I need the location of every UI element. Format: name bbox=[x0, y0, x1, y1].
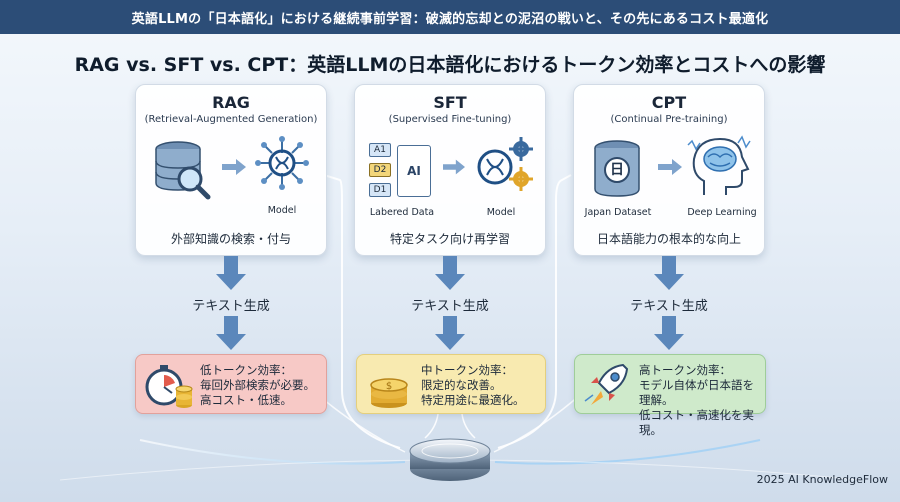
rag-generation: テキスト生成 bbox=[192, 299, 270, 314]
japan-dataset-icon: 日 bbox=[592, 139, 642, 199]
down-arrow-cpt-1 bbox=[654, 256, 684, 290]
cpt-result-text: 高トークン効率： モデル自体が日本語を理解。 低コスト・高速化を実現。 bbox=[639, 363, 765, 438]
banner-text: 英語LLMの「日本語化」における継続事前学習：破滅的忘却との泥沼の戦いと、その先… bbox=[131, 11, 769, 27]
sft-generation: テキスト生成 bbox=[411, 299, 489, 314]
glow-left bbox=[139, 439, 406, 465]
cpt-card: CPT (Continual Pre-training) 日 Japan Dat… bbox=[573, 84, 765, 256]
stopwatch-coins-icon bbox=[145, 365, 193, 408]
glow-center-left bbox=[424, 413, 439, 439]
rag-result-box: 低トークン効率： 毎回外部検索が必要。 高コスト・低速。 bbox=[135, 354, 327, 414]
connector-cpt-result bbox=[493, 394, 581, 453]
sft-card: SFT (Supervised Fine-tuning) A1 D2 D1 AI… bbox=[354, 84, 546, 256]
labeled-data-icon: A1 D2 D1 AI bbox=[369, 143, 435, 201]
sft-model-label: Model bbox=[486, 207, 516, 218]
sft-icons: A1 D2 D1 AI Labered Data Model bbox=[355, 135, 547, 227]
brain-head-icon bbox=[687, 135, 751, 195]
tag-d1: D1 bbox=[369, 183, 391, 197]
cpt-result-line-3: 低コスト・高速化を実現。 bbox=[639, 408, 754, 437]
rag-result-line-2: 毎回外部検索が必要。 bbox=[200, 378, 315, 392]
rag-subtitle: (Retrieval-Augmented Generation) bbox=[144, 114, 318, 125]
cpt-generation: テキスト生成 bbox=[630, 299, 708, 314]
connector-rag bbox=[323, 174, 401, 449]
sft-result-line-1: 中トークン効率： bbox=[421, 363, 513, 377]
cpt-dl-label: Deep Learning bbox=[687, 207, 757, 218]
connector-cpt bbox=[497, 174, 572, 449]
cost-coin-icon bbox=[409, 438, 491, 481]
sft-result-box: $ 中トークン効率： 限定的な改善。 特定用途に最適化。 bbox=[356, 354, 546, 414]
flow-arrow-icon bbox=[443, 159, 465, 175]
cpt-icons: 日 Japan Dataset Deep Learning bbox=[574, 135, 766, 227]
sft-data-label: Labered Data bbox=[369, 207, 435, 218]
flow-arrow-icon bbox=[222, 159, 246, 175]
data-sheet: AI bbox=[397, 145, 431, 197]
model-gears-icon bbox=[477, 137, 533, 191]
sft-subtitle: (Supervised Fine-tuning) bbox=[388, 114, 512, 125]
glow-center-right bbox=[461, 413, 476, 439]
database-search-icon bbox=[155, 141, 211, 200]
rag-card: RAG (Retrieval-Augmented Generation) bbox=[135, 84, 327, 256]
sft-result-text: 中トークン効率： 限定的な改善。 特定用途に最適化。 bbox=[421, 363, 525, 408]
japan-glyph: 日 bbox=[604, 157, 630, 183]
rag-model-label: Model bbox=[267, 205, 297, 216]
down-arrow-rag-1 bbox=[216, 256, 246, 290]
cpt-title: CPT bbox=[651, 93, 687, 112]
down-arrow-sft-2 bbox=[435, 316, 465, 350]
rag-result-line-3: 高コスト・低速。 bbox=[200, 393, 292, 407]
down-arrow-rag-2 bbox=[216, 316, 246, 350]
rag-description: 外部知識の検索・付与 bbox=[170, 232, 291, 246]
flow-arrow-icon bbox=[658, 159, 682, 175]
tag-a1: A1 bbox=[369, 143, 391, 157]
svg-text:$: $ bbox=[386, 381, 392, 392]
tag-d2: D2 bbox=[369, 163, 391, 177]
cpt-result-line-2: モデル自体が日本語を理解。 bbox=[639, 378, 754, 407]
cpt-description: 日本語能力の根本的な向上 bbox=[596, 232, 741, 246]
neural-model-icon bbox=[255, 136, 309, 190]
sft-result-line-2: 限定的な改善。 bbox=[421, 378, 502, 392]
down-arrow-sft-1 bbox=[435, 256, 465, 290]
sft-description: 特定タスク向け再学習 bbox=[389, 232, 510, 246]
cpt-result-line-1: 高トークン効率： bbox=[639, 363, 731, 377]
main-title: RAG vs. SFT vs. CPT：英語LLMの日本語化におけるトークン効率… bbox=[74, 54, 826, 76]
sft-result-line-3: 特定用途に最適化。 bbox=[421, 393, 525, 407]
rag-title: RAG bbox=[212, 93, 250, 112]
top-banner: 英語LLMの「日本語化」における継続事前学習：破滅的忘却との泥沼の戦いと、その先… bbox=[0, 0, 900, 34]
coin-stack-icon: $ bbox=[370, 378, 408, 408]
down-arrow-cpt-2 bbox=[654, 316, 684, 350]
cpt-dataset-label: Japan Dataset bbox=[584, 207, 652, 218]
sft-title: SFT bbox=[433, 93, 467, 112]
rocket-icon bbox=[584, 363, 629, 405]
glow-right bbox=[494, 439, 761, 465]
rag-result-line-1: 低トークン効率： bbox=[200, 363, 292, 377]
rag-icons: Model bbox=[136, 135, 328, 227]
footer-credit: 2025 AI KnowledgeFlow bbox=[756, 473, 888, 486]
cpt-subtitle: (Continual Pre-training) bbox=[610, 114, 728, 125]
cpt-result-box: 高トークン効率： モデル自体が日本語を理解。 低コスト・高速化を実現。 bbox=[574, 354, 766, 437]
rag-result-text: 低トークン効率： 毎回外部検索が必要。 高コスト・低速。 bbox=[200, 363, 315, 408]
